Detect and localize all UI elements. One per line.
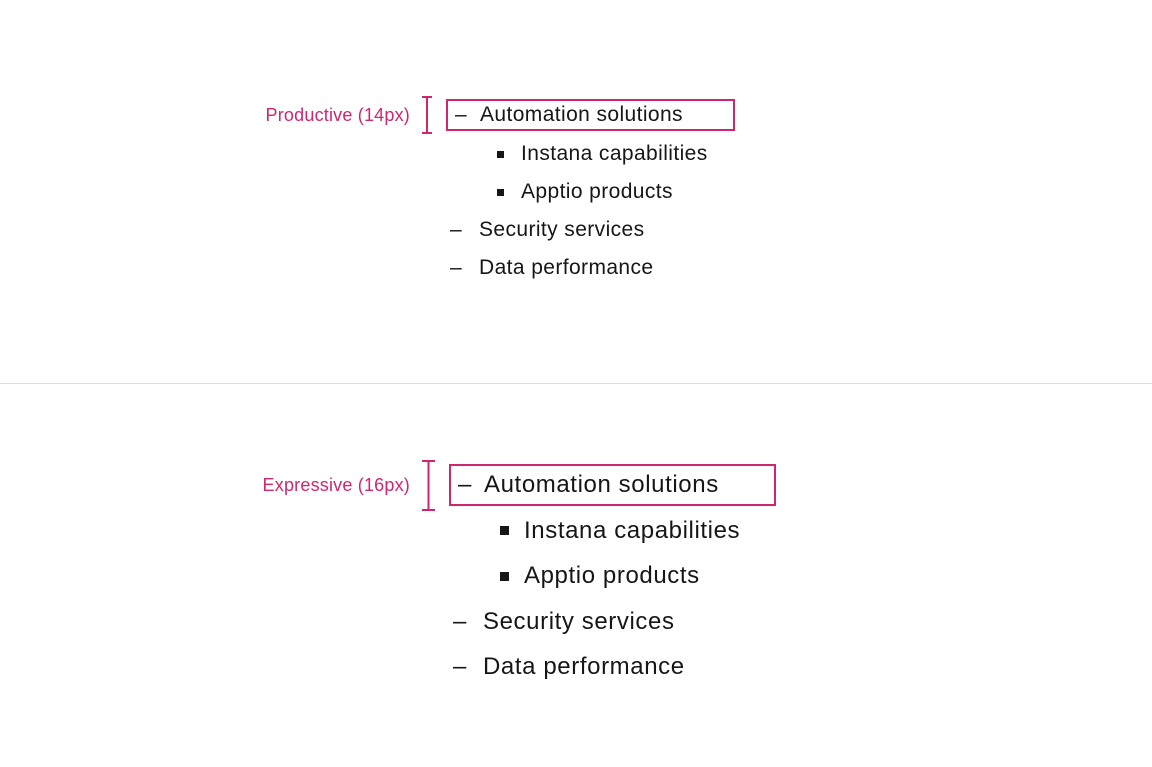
square-bullet-icon <box>500 526 509 536</box>
highlighted-list-item: – Automation solutions <box>446 99 735 131</box>
list-item: Apptio products <box>449 554 776 600</box>
list-item-label: Instana capabilities <box>524 516 741 544</box>
list-item: – Security services <box>446 211 735 249</box>
productive-sample: Productive (14px) – Automation solutions… <box>220 96 735 287</box>
list-item-label: Instana capabilities <box>521 142 708 165</box>
size-label: Productive (14px) <box>265 104 410 125</box>
dash-bullet: – <box>458 471 472 498</box>
list-item: – Data performance <box>446 249 735 287</box>
expressive-sample: Expressive (16px) – Automation solutions… <box>220 459 776 690</box>
list-item: Instana capabilities <box>449 508 776 554</box>
list-item: Apptio products <box>446 173 735 211</box>
productive-annotation: Productive (14px) <box>220 96 446 134</box>
section-divider <box>0 383 1152 384</box>
dash-bullet: – <box>450 256 463 279</box>
dash-bullet: – <box>455 103 468 126</box>
unordered-list: – Automation solutions Instana capabilit… <box>446 99 735 287</box>
dash-bullet: – <box>453 607 467 635</box>
list-item-label: Data performance <box>479 256 654 279</box>
list-item: – Data performance <box>449 645 776 691</box>
list-item: – Security services <box>449 599 776 645</box>
expressive-annotation: Expressive (16px) <box>220 459 449 511</box>
list-item-label: Apptio products <box>521 180 673 203</box>
square-bullet-icon <box>497 150 504 158</box>
list-item-label: Automation solutions <box>480 103 683 126</box>
dash-bullet: – <box>453 653 467 681</box>
highlighted-list-item: – Automation solutions <box>449 464 776 506</box>
square-bullet-icon <box>500 571 509 581</box>
square-bullet-icon <box>497 188 504 196</box>
dash-bullet: – <box>450 218 463 241</box>
size-bracket-icon <box>422 459 435 511</box>
list-item-label: Apptio products <box>524 562 700 590</box>
size-label: Expressive (16px) <box>262 474 410 495</box>
list-item-label: Data performance <box>483 653 685 681</box>
list-item-label: Security services <box>479 218 645 241</box>
list-item-label: Automation solutions <box>484 471 719 498</box>
unordered-list: – Automation solutions Instana capabilit… <box>449 464 776 690</box>
list-item: Instana capabilities <box>446 135 735 173</box>
size-bracket-icon <box>422 96 432 134</box>
list-item-label: Security services <box>483 607 675 635</box>
